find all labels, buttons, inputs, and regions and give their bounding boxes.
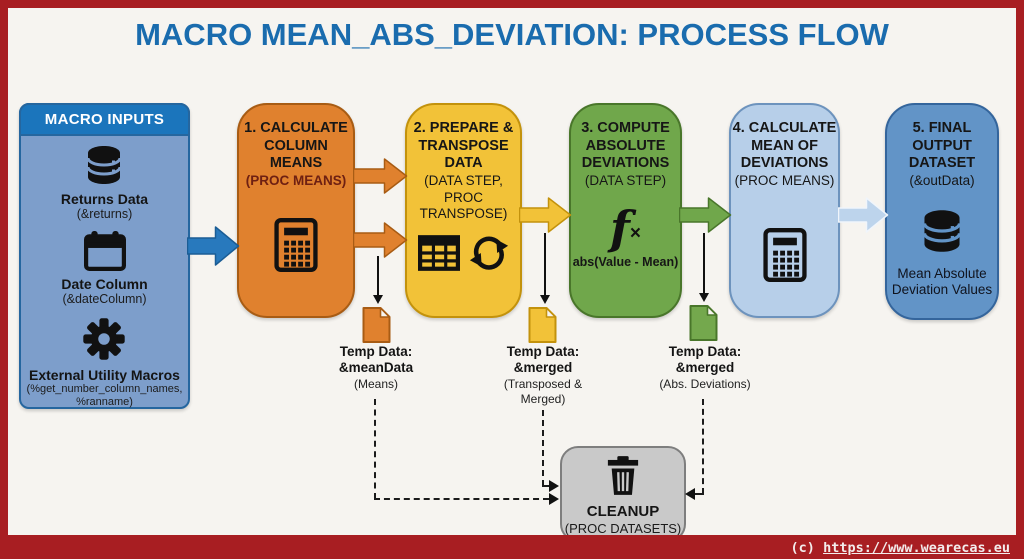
flow-arrow-step3-to-step4 bbox=[678, 197, 732, 238]
dashed-arrowhead-meandata bbox=[549, 493, 559, 505]
drop-arrow-step1-temp bbox=[373, 256, 383, 304]
copyright-prefix: (c) bbox=[790, 540, 824, 556]
dashed-connector-meandata-v bbox=[374, 399, 376, 499]
step-subtitle: (&outData) bbox=[909, 173, 975, 189]
cleanup-subtitle: (PROC DATASETS) bbox=[564, 521, 682, 536]
step-subtitle: (PROC MEANS) bbox=[245, 173, 347, 189]
calendar-icon bbox=[83, 231, 126, 276]
file-icon-green bbox=[687, 304, 720, 347]
copyright-url: https://www.wearecas.eu bbox=[823, 540, 1010, 556]
drop-arrow-step3-temp bbox=[699, 233, 709, 302]
input-sub: (&returns) bbox=[76, 207, 133, 222]
step-title: 5. FINAL OUTPUT DATASET bbox=[908, 120, 976, 172]
flow-arrow-step1-to-step2-top bbox=[352, 158, 408, 199]
calculator-icon bbox=[274, 217, 318, 277]
temp-data-label-merged-absdev: Temp Data: &merged (Abs. Deviations) bbox=[659, 344, 751, 392]
macro-inputs-header: MACRO INPUTS bbox=[19, 103, 190, 136]
input-item-returns-data: Returns Data (&returns) bbox=[61, 144, 148, 222]
input-sub: (%get_number_column_names, %ranname) bbox=[26, 383, 183, 409]
step-subtitle: (DATA STEP) bbox=[584, 173, 667, 189]
file-icon-orange bbox=[360, 306, 393, 349]
step-title: 1. CALCULATE COLUMN MEANS bbox=[244, 120, 348, 172]
table-icon bbox=[418, 235, 460, 276]
step-title: 3. COMPUTE ABSOLUTE DEVIATIONS bbox=[581, 120, 670, 172]
dashed-connector-merged2-v bbox=[702, 399, 704, 494]
step-title: 4. CALCULATE MEAN OF DEVIATIONS bbox=[732, 120, 837, 172]
step-4-calculate-mean-of-deviations: 4. CALCULATE MEAN OF DEVIATIONS (PROC ME… bbox=[729, 103, 840, 318]
database-icon bbox=[83, 144, 125, 191]
flow-arrow-step1-to-step2-bottom bbox=[352, 222, 408, 263]
step-5-final-output-dataset: 5. FINAL OUTPUT DATASET (&outData) Mean … bbox=[885, 103, 999, 320]
input-item-date-column: Date Column (&dateColumn) bbox=[61, 231, 148, 307]
database-icon bbox=[920, 208, 964, 259]
dashed-connector-meandata-h bbox=[374, 498, 549, 500]
input-label: Date Column bbox=[61, 276, 148, 293]
input-label: Returns Data bbox=[60, 191, 149, 207]
bottom-red-bar bbox=[0, 535, 1024, 559]
dashed-connector-merged1-v bbox=[542, 410, 544, 486]
dashed-arrowhead-merged2 bbox=[685, 488, 695, 500]
step-1-calculate-column-means: 1. CALCULATE COLUMN MEANS (PROC MEANS) bbox=[237, 103, 355, 318]
fx-icon: f× bbox=[610, 200, 641, 255]
cleanup-title: CLEANUP bbox=[586, 503, 660, 520]
step-subtitle: (DATA STEP, PROC TRANSPOSE) bbox=[419, 173, 508, 221]
input-label: External Utility Macros bbox=[29, 367, 180, 384]
gear-icon bbox=[81, 316, 127, 367]
page-title: MACRO MEAN_ABS_DEVIATION: PROCESS FLOW bbox=[135, 17, 889, 52]
flow-arrow-step4-to-step5 bbox=[837, 197, 889, 238]
trash-icon bbox=[606, 456, 640, 501]
temp-data-label-merged-transposed: Temp Data: &merged (Transposed & Merged) bbox=[503, 344, 583, 406]
step-caption: abs(Value - Mean) bbox=[572, 254, 679, 269]
file-icon-yellow bbox=[526, 306, 559, 349]
temp-data-label-meandata: Temp Data: &meanData (Means) bbox=[338, 344, 414, 392]
dashed-connector-merged2-h bbox=[695, 493, 704, 495]
cleanup-box: CLEANUP (PROC DATASETS) bbox=[560, 446, 686, 542]
input-item-external-utility-macros: External Utility Macros (%get_number_col… bbox=[26, 316, 183, 409]
copyright-text: (c) https://www.wearecas.eu bbox=[791, 540, 1010, 556]
flow-arrow-step2-to-step3 bbox=[518, 197, 572, 238]
step-subtitle: (PROC MEANS) bbox=[734, 173, 835, 189]
macro-inputs-body: Returns Data (&returns) Date Column (&da… bbox=[21, 138, 188, 410]
step-title: 2. PREPARE & TRANSPOSE DATA bbox=[413, 120, 514, 172]
step-caption: Mean Absolute Deviation Values bbox=[891, 265, 993, 298]
dashed-arrowhead-merged1 bbox=[549, 480, 559, 492]
macro-inputs-box: MACRO INPUTS Returns Data (&returns) bbox=[19, 103, 190, 409]
dashed-connector-merged1-h bbox=[542, 485, 550, 487]
step-2-prepare-transpose-data: 2. PREPARE & TRANSPOSE DATA (DATA STEP, … bbox=[405, 103, 522, 318]
calculator-icon bbox=[762, 227, 807, 287]
flow-arrow-inputs-to-step1 bbox=[186, 225, 240, 272]
step-3-compute-absolute-deviations: 3. COMPUTE ABSOLUTE DEVIATIONS (DATA STE… bbox=[569, 103, 682, 318]
drop-arrow-step2-temp bbox=[540, 233, 550, 304]
input-sub: (&dateColumn) bbox=[62, 292, 147, 307]
sync-icon bbox=[469, 234, 509, 277]
